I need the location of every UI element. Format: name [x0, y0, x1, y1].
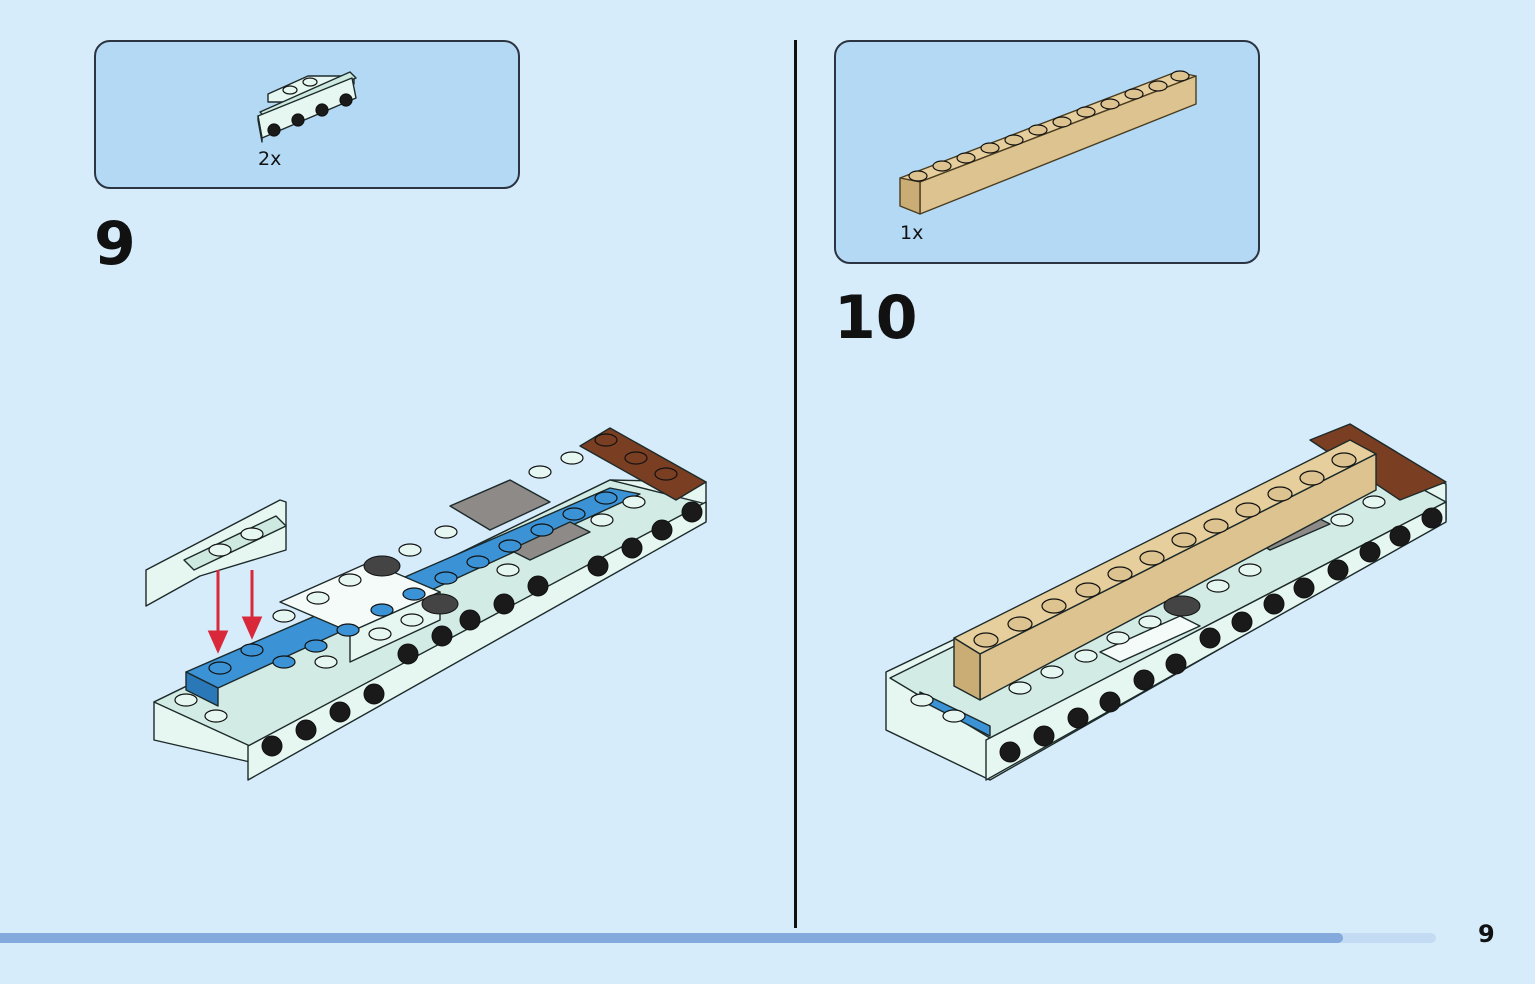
progress-bar	[0, 933, 1436, 943]
step-10-assembly-icon	[885, 423, 1447, 781]
part-quantity: 2x	[258, 148, 282, 170]
red-placement-arrows-icon	[207, 570, 263, 654]
white-bracket-plate-1x2-2x4-icon	[257, 71, 357, 143]
step-divider	[794, 40, 797, 928]
tan-brick-1x12-icon	[899, 70, 1197, 215]
step-number: 9	[94, 209, 136, 279]
step-9-assembly-icon	[145, 427, 707, 781]
parts-callout-step-10: 1x	[834, 40, 1260, 264]
parts-callout-step-9: 2x	[94, 40, 520, 189]
part-quantity: 1x	[900, 222, 924, 244]
progress-bar-fill	[0, 933, 1343, 943]
step-number: 10	[834, 283, 918, 353]
page-number: 9	[1478, 920, 1495, 948]
